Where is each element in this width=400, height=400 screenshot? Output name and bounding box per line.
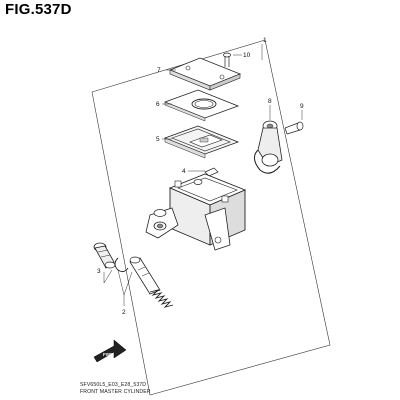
callout-10: 10 (243, 52, 251, 59)
diagram-caption: FRONT MASTER CYLINDER (80, 389, 151, 395)
callout-2: 2 (122, 309, 126, 316)
callout-8: 8 (268, 98, 272, 105)
part-boot (93, 242, 116, 269)
part-holder-bolt (284, 121, 304, 135)
forward-arrow-icon: FWD (93, 339, 127, 363)
part-master-cylinder-body (145, 173, 247, 251)
callout-7: 7 (157, 67, 161, 74)
leader-lines (103, 44, 303, 306)
diagram-code: SFV650L5_E03_E28_537D (80, 382, 147, 388)
part-diaphragm (163, 125, 240, 159)
callout-4: 4 (182, 168, 186, 175)
forward-arrow-label: FWD (103, 352, 114, 357)
part-reservoir-cap (168, 57, 242, 91)
part-piston-set (129, 256, 174, 308)
part-holder (254, 120, 283, 174)
assembly-boundary (91, 39, 331, 396)
part-plate (163, 89, 240, 122)
callout-5: 5 (156, 136, 160, 143)
callout-1: 1 (263, 37, 267, 44)
callout-6: 6 (156, 101, 160, 108)
part-cap-screw (223, 52, 231, 67)
callout-9: 9 (300, 103, 304, 110)
figure-title: FIG.537D (5, 1, 72, 18)
callout-3: 3 (97, 268, 101, 275)
